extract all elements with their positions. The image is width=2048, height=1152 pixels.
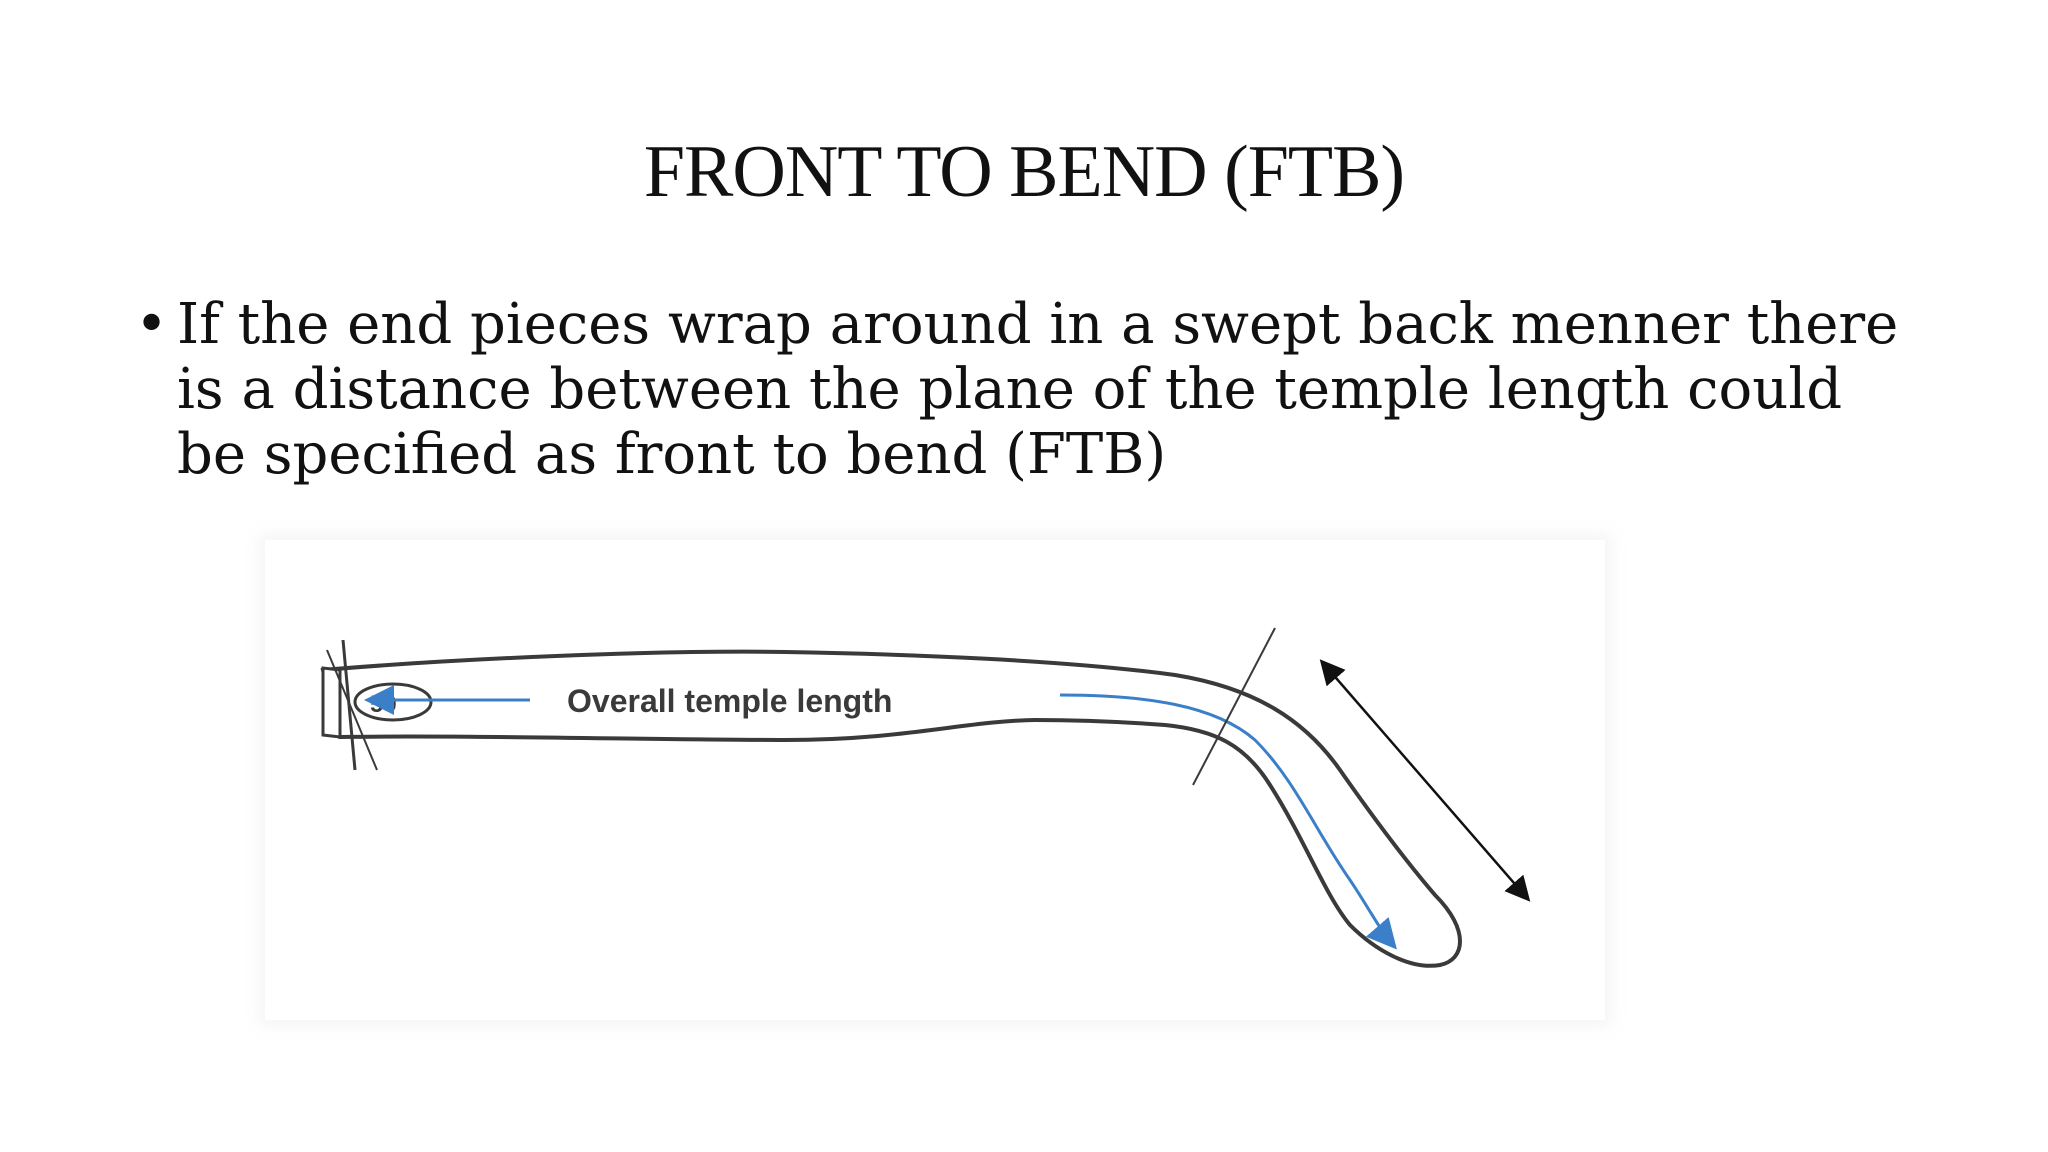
bullet-text: If the end pieces wrap around in a swept… (177, 292, 1899, 487)
ftb-arrow (1319, 659, 1531, 902)
measure-line-right (1059, 693, 1397, 950)
temple-outline (320, 649, 1462, 968)
bullet-list: • If the end pieces wrap around in a swe… (135, 292, 1915, 487)
bend-line (1192, 627, 1276, 786)
hinge-line-diagonal (326, 649, 378, 771)
temple-diagram: 50 Overall temple length (265, 540, 1605, 1020)
end-piece (321, 666, 342, 739)
bullet-item: • If the end pieces wrap around in a swe… (135, 292, 1915, 487)
temple-diagram-drawing: 50 Overall temple length (320, 627, 1531, 968)
hinge-text: 50 (370, 691, 397, 718)
diagram-label: Overall temple length (567, 683, 892, 719)
bullet-marker: • (135, 292, 169, 357)
slide-title: FRONT TO BEND (FTB) (643, 131, 1405, 213)
